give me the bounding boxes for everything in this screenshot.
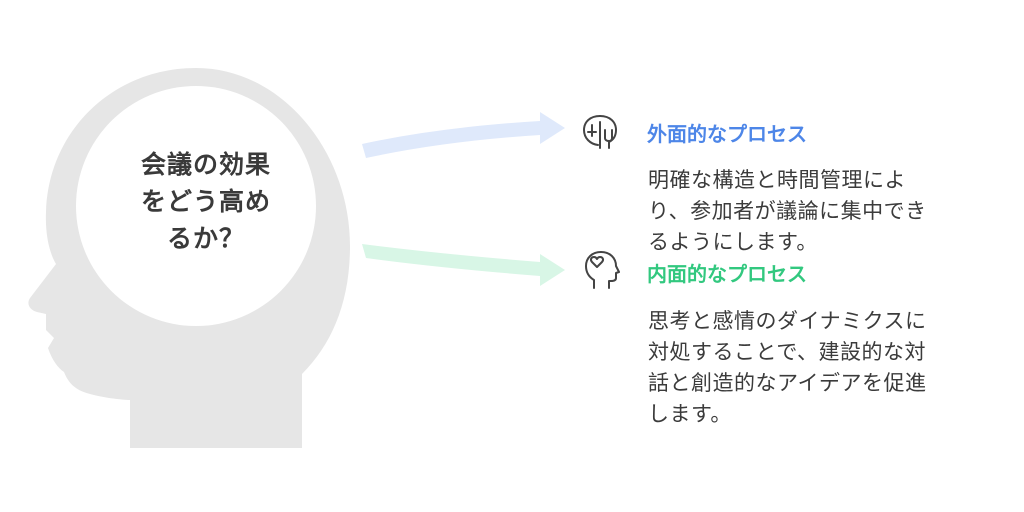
description-line: 話と創造的なアイデアを促進: [648, 371, 927, 395]
description-line: 明確な構造と時間管理によ: [648, 168, 906, 192]
description-internal-process: 思考と感情のダイナミクスに 対処することで、建設的な対 話と創造的なアイデアを促…: [648, 306, 993, 430]
description-line: り、参加者が議論に集中でき: [648, 199, 927, 223]
question-line: をどう高め: [140, 187, 271, 216]
heading-internal-process: 内面的なプロセス: [647, 262, 807, 286]
arrow-internal: [362, 244, 565, 286]
head-heart-icon: [585, 251, 620, 289]
question-line: 会議の効果: [140, 150, 271, 179]
description-line: 思考と感情のダイナミクスに: [648, 309, 927, 333]
description-line: します。: [648, 402, 732, 426]
description-line: るようにします。: [648, 230, 818, 254]
central-question: 会議の効果 をどう高め るか？: [96, 146, 316, 257]
question-line: るか？: [166, 224, 245, 253]
heading-external-process: 外面的なプロセス: [647, 122, 807, 146]
brain-split-icon: [583, 115, 617, 149]
description-line: 対処することで、建設的な対: [648, 340, 927, 364]
arrow-external: [362, 112, 565, 158]
head-inner-circle: [76, 86, 316, 326]
description-external-process: 明確な構造と時間管理によ り、参加者が議論に集中でき るようにします。: [648, 165, 998, 258]
